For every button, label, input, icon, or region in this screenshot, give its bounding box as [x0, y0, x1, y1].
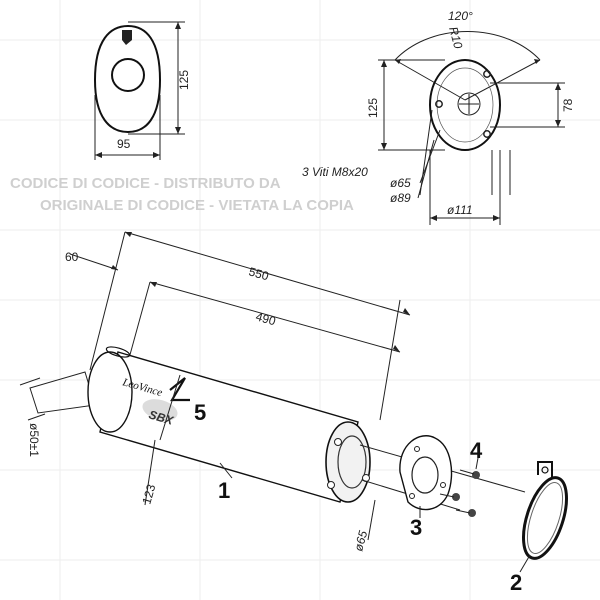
gasket-part [399, 435, 453, 511]
dim-flange-78: 78 [561, 98, 575, 112]
flange-view: 120° R10 125 78 3 Viti M8x20 ø65 ø89 ø11… [302, 9, 575, 225]
dim-tube: ø50±1 [27, 423, 41, 457]
dim-radius: R10 [446, 25, 465, 50]
watermark-line-1: CODICE DI CODICE - DISTRIBUTO DA [10, 175, 281, 192]
screws-part [439, 469, 480, 517]
callout-3: 3 [410, 515, 422, 540]
callout-1: 1 [218, 478, 230, 503]
dim-d65: ø65 [390, 176, 411, 190]
dim-length-550: 550 [247, 264, 270, 283]
logo-mark-icon [122, 30, 132, 45]
dim-d89: ø89 [390, 191, 411, 205]
callout-2: 2 [510, 570, 522, 595]
dim-angle: 120° [448, 9, 473, 23]
dim-d111: ø111 [447, 203, 473, 217]
dim-length-490: 490 [254, 309, 277, 328]
front-view: 125 95 [93, 21, 191, 160]
dim-front-width: 95 [117, 137, 131, 151]
dim-d65-bottom: ø65 [351, 529, 370, 553]
dim-60: 60 [65, 250, 79, 264]
watermark-line-2: ORIGINALE DI CODICE - VIETATA LA COPIA [40, 197, 354, 214]
dim-flange-height: 125 [366, 98, 380, 118]
label-screws: 3 Viti M8x20 [302, 165, 368, 179]
silencer-assembly: 550 490 60 ø50±1 LeoVince SBX 123 ø65 [19, 231, 526, 553]
clamp-part [522, 461, 568, 560]
dim-123: 123 [139, 482, 158, 505]
callout-5: 5 [194, 400, 206, 425]
dim-front-height: 125 [177, 70, 191, 90]
callout-4: 4 [470, 438, 483, 463]
